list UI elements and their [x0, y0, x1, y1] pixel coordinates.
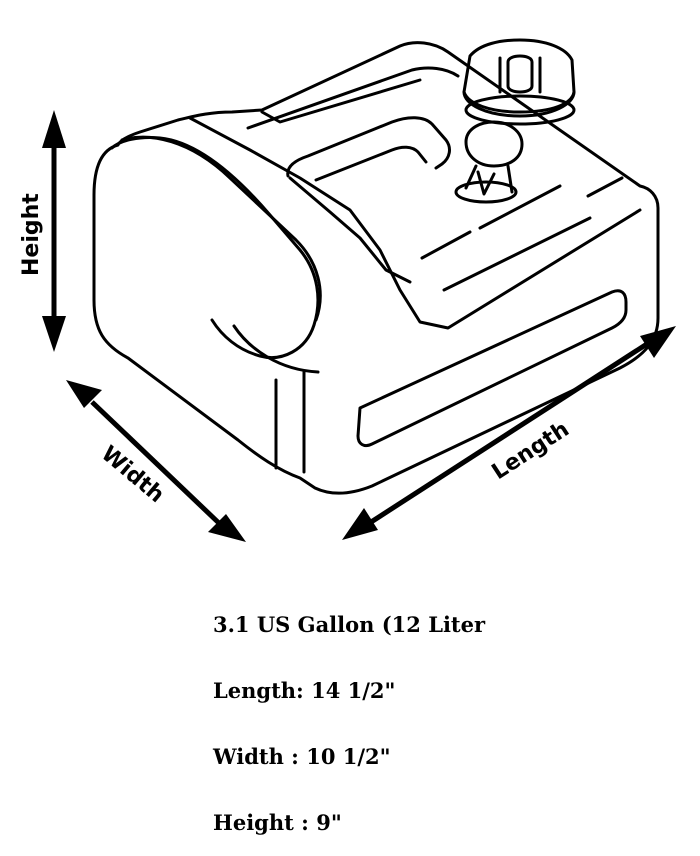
tank-left-end-rim: [120, 135, 322, 322]
dimension-arrows: [42, 110, 676, 542]
vent-fitting-slot: [476, 170, 496, 196]
tank-top-deck-edge: [188, 116, 642, 330]
width-arrow-shaft: [90, 400, 224, 528]
width-arrow-head-end: [208, 514, 246, 542]
front-label-recess: [356, 289, 628, 448]
height-label: Height: [19, 193, 44, 276]
filler-cap-ring: [464, 94, 576, 126]
tank-top-ridge: [246, 66, 460, 130]
length-label: Length: [488, 417, 574, 485]
spec-width: Width : 10 1/2": [213, 744, 391, 769]
filler-cap-top: [462, 38, 576, 114]
length-arrow-head-start: [342, 508, 378, 540]
filler-cap-grip: [498, 56, 542, 94]
spec-length: Length: 14 1/2": [213, 678, 396, 703]
vent-fitting: [464, 120, 524, 168]
tank-outer-outline: [92, 41, 660, 495]
handle-recess-lower: [288, 176, 412, 284]
side-line-4: [442, 216, 592, 292]
side-line-1: [420, 230, 472, 260]
side-line-3: [586, 176, 624, 198]
width-label: Width: [96, 441, 169, 508]
vent-fitting-stem: [464, 164, 514, 194]
handle-recess-outer: [286, 116, 451, 178]
filler-cap-center: [506, 54, 534, 94]
tank-top-ridge-2: [260, 78, 422, 124]
height-arrow-head-bottom: [42, 316, 66, 352]
length-arrow-head-end: [640, 326, 676, 358]
height-arrow-head-top: [42, 110, 66, 148]
fuel-tank-illustration: [92, 38, 660, 495]
side-line-2: [478, 184, 562, 230]
length-arrow-shaft: [366, 339, 652, 527]
handle-recess-inner: [314, 145, 428, 182]
width-arrow-head-start: [66, 380, 102, 408]
tank-specifications: 3.1 US Gallon (12 Liter Length: 14 1/2" …: [213, 570, 673, 856]
spec-capacity: 3.1 US Gallon (12 Liter: [213, 612, 486, 637]
fuel-tank-diagram: Height Width Length: [19, 38, 676, 542]
spec-height: Height : 9": [213, 810, 342, 835]
vent-fitting-base: [454, 180, 518, 204]
tank-bottom-curve: [232, 324, 320, 374]
